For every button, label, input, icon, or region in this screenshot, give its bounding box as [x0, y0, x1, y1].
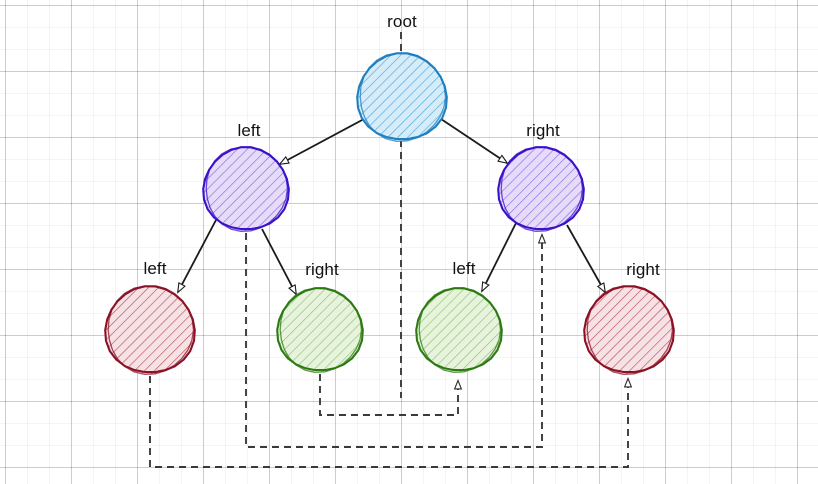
node-hatch-l: [204, 147, 288, 231]
node-rr[interactable]: [583, 285, 675, 376]
node-hatch-root: [358, 53, 446, 141]
child-edge-left-to-right: [261, 228, 296, 294]
child-edge-root-to-left: [280, 118, 365, 164]
thread-edge-thread-l-to-r: [245, 233, 542, 448]
node-rl[interactable]: [415, 287, 503, 374]
node-label-r: right: [526, 121, 560, 140]
nodes-layer: [104, 52, 675, 376]
node-outline-root: [356, 52, 448, 141]
node-outline-root: [359, 52, 447, 143]
node-outline-lr: [279, 287, 363, 374]
node-hatch-rl: [417, 288, 501, 372]
node-l[interactable]: [202, 146, 290, 233]
node-lr[interactable]: [276, 287, 364, 374]
child-edge-left-to-left: [178, 219, 217, 292]
node-label-ll: left: [143, 259, 167, 278]
node-outline-rr: [586, 285, 674, 376]
node-label-root: root: [387, 12, 417, 31]
node-label-l: left: [237, 121, 261, 140]
child-edge-right-to-left: [482, 222, 517, 291]
node-label-rl: left: [452, 259, 476, 278]
node-outline-ll: [107, 285, 195, 376]
child-edge-root-to-right: [440, 118, 507, 163]
node-label-lr: right: [305, 260, 339, 279]
node-outline-l: [205, 146, 289, 233]
node-hatch-ll: [106, 286, 194, 374]
node-outline-rl: [418, 287, 502, 374]
node-hatch-lr: [278, 288, 362, 372]
node-outline-r: [500, 146, 584, 233]
node-ll[interactable]: [104, 285, 196, 376]
thread-edge-thread-ll-to-rr: [149, 376, 628, 468]
node-r[interactable]: [497, 146, 585, 233]
node-outline-ll: [104, 285, 196, 374]
thread-edge-thread-lr-to-rl: [319, 374, 458, 416]
child-edges-layer: [178, 118, 605, 294]
node-hatch-r: [499, 147, 583, 231]
node-root[interactable]: [356, 52, 448, 143]
child-edge-right-to-right: [566, 224, 605, 292]
node-outline-rr: [583, 285, 675, 374]
node-label-rr: right: [626, 260, 660, 279]
node-hatch-rr: [585, 286, 673, 374]
